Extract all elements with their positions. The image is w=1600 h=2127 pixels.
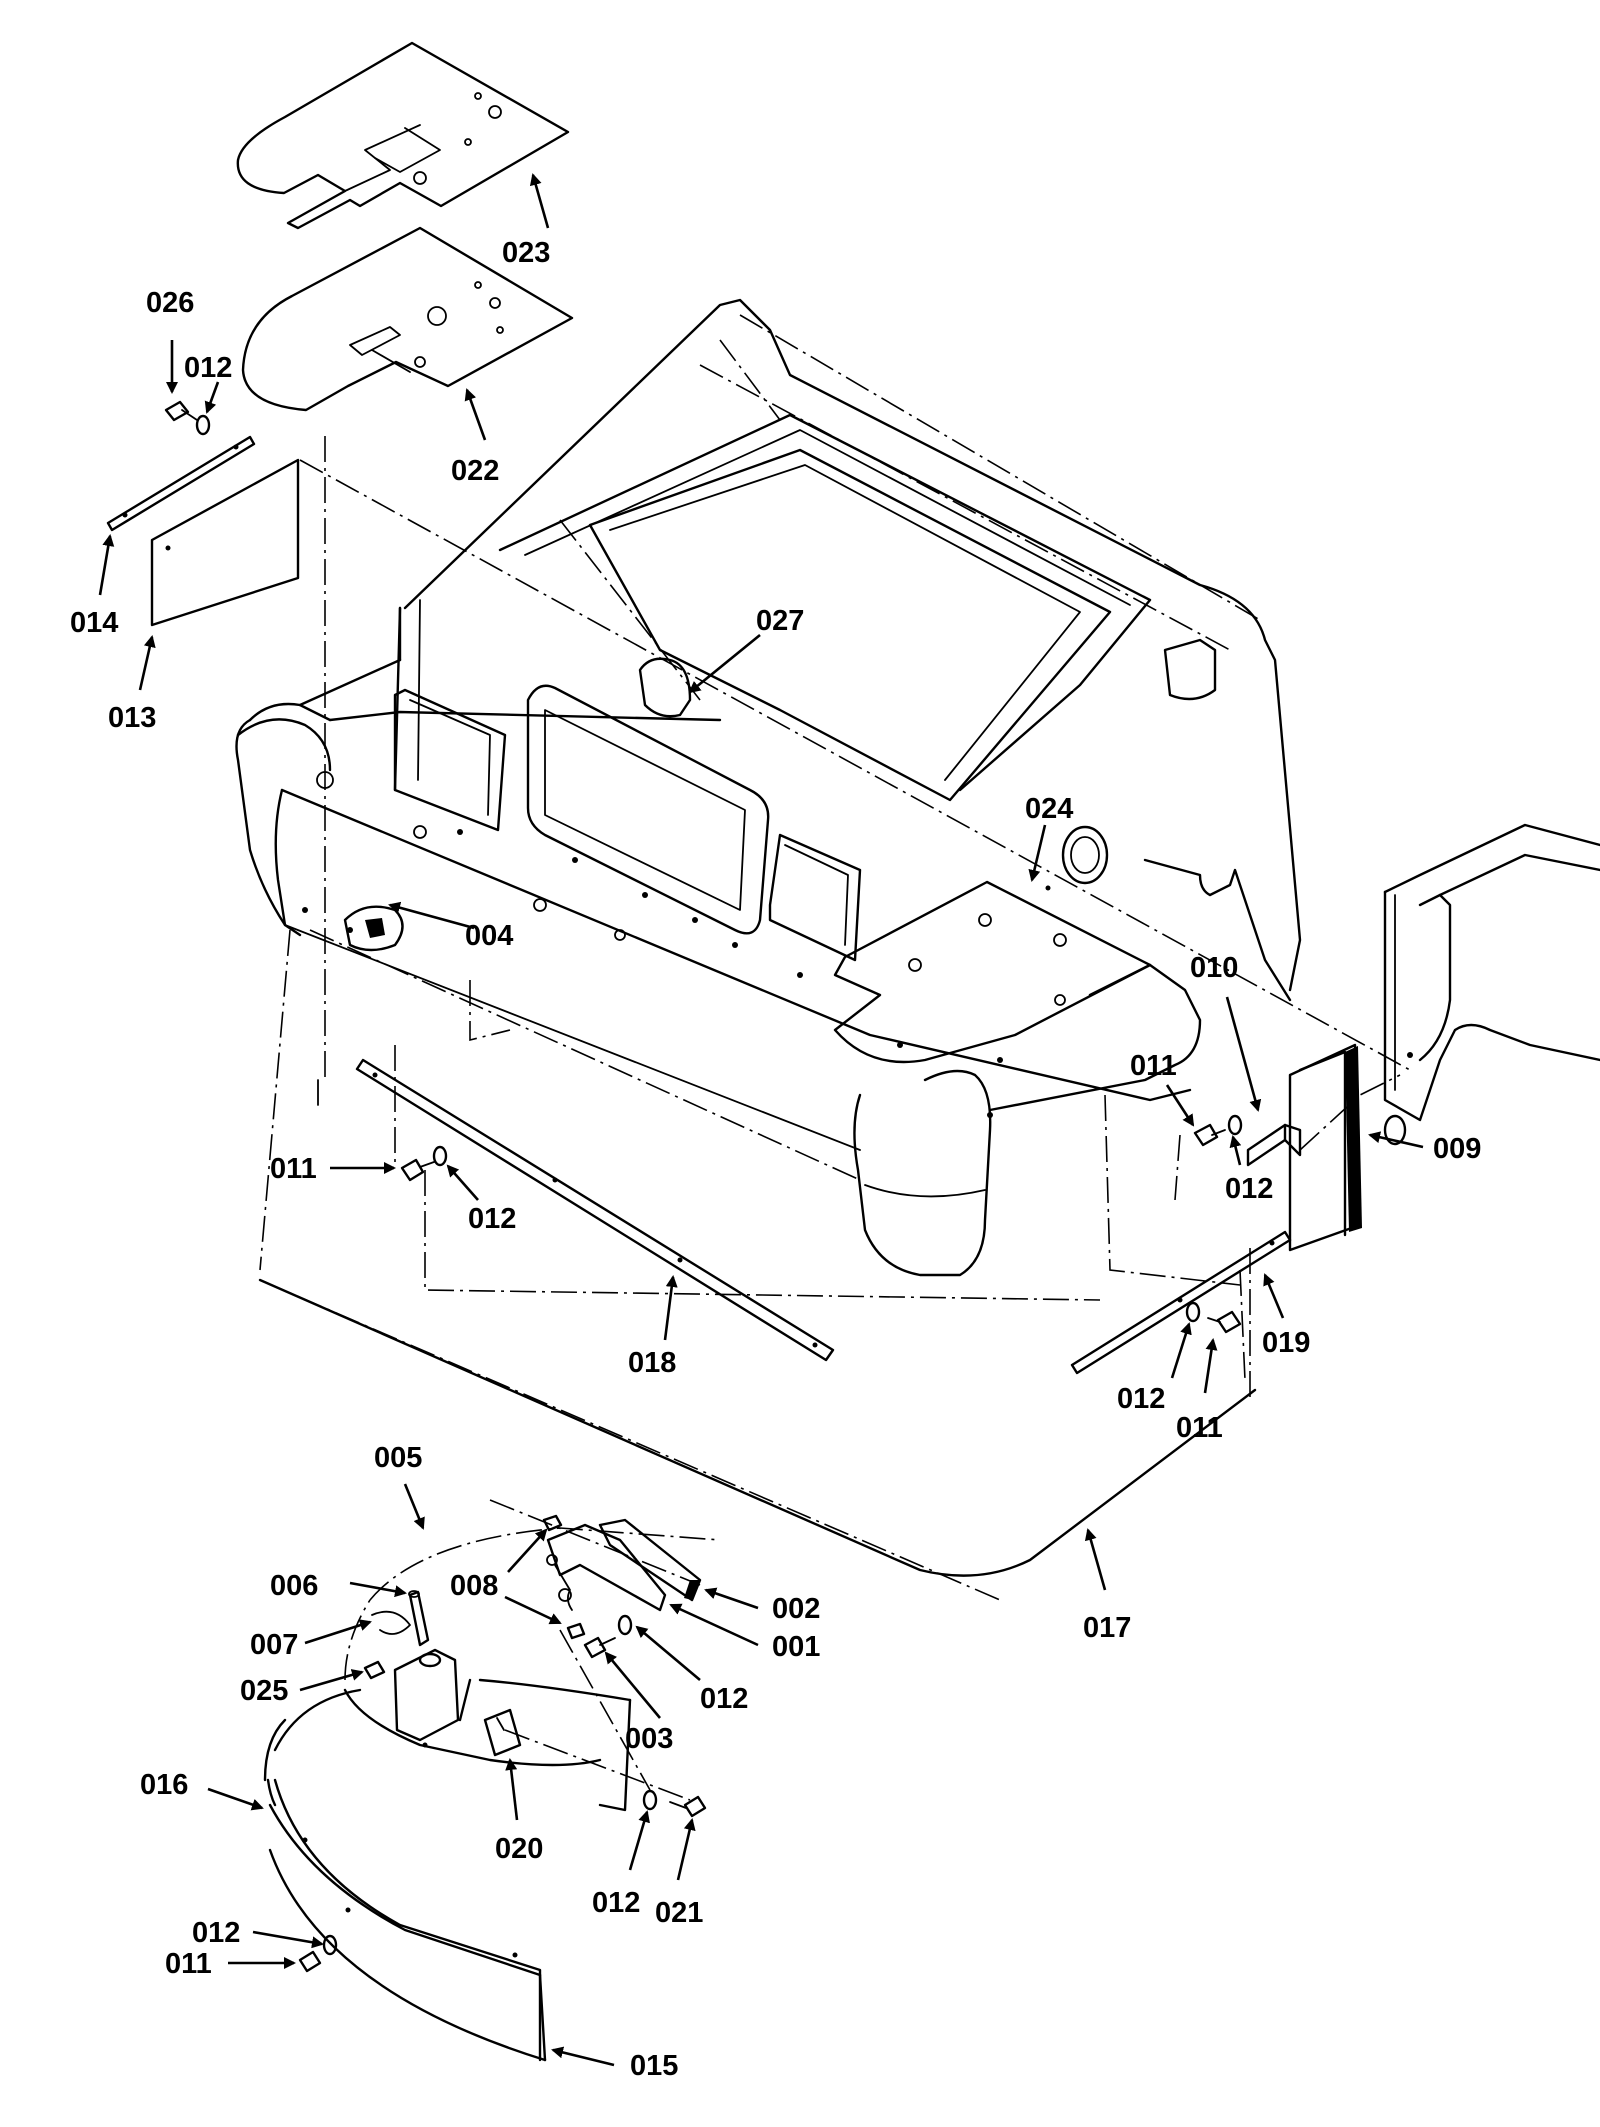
callout-014: 014 bbox=[70, 607, 118, 639]
callout-024: 024 bbox=[1025, 793, 1073, 825]
hardware-012-washer-bottom bbox=[322, 1934, 338, 1956]
callout-010: 010 bbox=[1190, 952, 1238, 984]
hardware-012-washer-021 bbox=[642, 1789, 658, 1811]
callout-019: 019 bbox=[1262, 1327, 1310, 1359]
part-005-cover-outline bbox=[344, 1527, 721, 1681]
hardware-003-bolt bbox=[583, 1636, 616, 1659]
part-009-plate bbox=[1288, 1043, 1362, 1252]
hardware-008-nut bbox=[542, 1514, 586, 1640]
part-017-outline bbox=[258, 1079, 1257, 1577]
callout-011: 011 bbox=[1130, 1050, 1177, 1082]
callout-011: 011 bbox=[1176, 1412, 1223, 1444]
callout-026: 026 bbox=[146, 287, 194, 319]
callout-012: 012 bbox=[700, 1683, 748, 1715]
hardware-012-washer-right bbox=[1227, 1114, 1243, 1136]
part-023-top-pad bbox=[236, 41, 570, 230]
callout-027: 027 bbox=[756, 605, 804, 637]
callout-018: 018 bbox=[628, 1347, 676, 1379]
part-014-strip bbox=[106, 435, 256, 532]
part-015-016-shroud bbox=[263, 1648, 632, 2062]
main-hood-frame bbox=[235, 298, 1302, 1277]
callout-001: 001 bbox=[772, 1631, 820, 1663]
hardware-011-bolt-right bbox=[1193, 1123, 1226, 1147]
right-adjacent-frame bbox=[1383, 823, 1600, 1146]
callout-021: 021 bbox=[655, 1897, 703, 1929]
hardware-012-washer-a bbox=[195, 414, 211, 436]
callout-007: 007 bbox=[250, 1629, 298, 1661]
callout-005: 005 bbox=[374, 1442, 422, 1474]
hardware-026-screw bbox=[164, 400, 198, 422]
hardware-011-bolt-lower-right bbox=[1207, 1310, 1242, 1334]
hardware-012-washer-left bbox=[432, 1145, 448, 1167]
leader-arrows bbox=[98, 173, 1424, 2067]
callout-012: 012 bbox=[192, 1917, 240, 1949]
hardware-012-washer-003 bbox=[617, 1614, 633, 1636]
callout-012: 012 bbox=[1117, 1383, 1165, 1415]
part-010-bracket bbox=[1246, 1123, 1302, 1167]
part-018-strip bbox=[355, 1058, 835, 1362]
callout-012: 012 bbox=[592, 1887, 640, 1919]
callout-020: 020 bbox=[495, 1833, 543, 1865]
callout-012: 012 bbox=[184, 352, 232, 384]
part-006-pin bbox=[408, 1590, 430, 1647]
callout-012: 012 bbox=[1225, 1173, 1273, 1205]
callout-011: 011 bbox=[165, 1948, 212, 1980]
callout-labels: 023 026 012 022 014 013 027 024 004 010 … bbox=[70, 237, 1481, 2082]
callout-008: 008 bbox=[450, 1570, 498, 1602]
part-013-plate bbox=[150, 458, 300, 627]
part-019-strip bbox=[1070, 1230, 1292, 1375]
hardware-011-bolt-bottom bbox=[298, 1950, 322, 1973]
callout-023: 023 bbox=[502, 237, 550, 269]
hardware-011-bolt-left bbox=[400, 1158, 435, 1182]
callout-011: 011 bbox=[270, 1153, 317, 1185]
callout-016: 016 bbox=[140, 1769, 188, 1801]
callout-013: 013 bbox=[108, 702, 156, 734]
callout-022: 022 bbox=[451, 455, 499, 487]
callout-004: 004 bbox=[465, 920, 513, 952]
hardware-021-bolt bbox=[669, 1795, 707, 1818]
callout-017: 017 bbox=[1083, 1612, 1131, 1644]
callout-012: 012 bbox=[468, 1203, 516, 1235]
hardware-025-nut bbox=[363, 1660, 386, 1680]
part-024-plate bbox=[833, 880, 1152, 1064]
part-002-plate bbox=[598, 1518, 702, 1602]
hardware-012-washer-lower-right bbox=[1185, 1301, 1201, 1323]
callout-009: 009 bbox=[1433, 1133, 1481, 1165]
callout-003: 003 bbox=[625, 1723, 673, 1755]
part-022-pad bbox=[241, 226, 574, 412]
callout-025: 025 bbox=[240, 1675, 288, 1707]
centre-lines bbox=[259, 314, 1411, 1801]
part-007-clip bbox=[371, 1610, 411, 1635]
callout-015: 015 bbox=[630, 2050, 678, 2082]
callout-002: 002 bbox=[772, 1593, 820, 1625]
callout-006: 006 bbox=[270, 1570, 318, 1602]
part-001-bracket bbox=[546, 1523, 667, 1612]
